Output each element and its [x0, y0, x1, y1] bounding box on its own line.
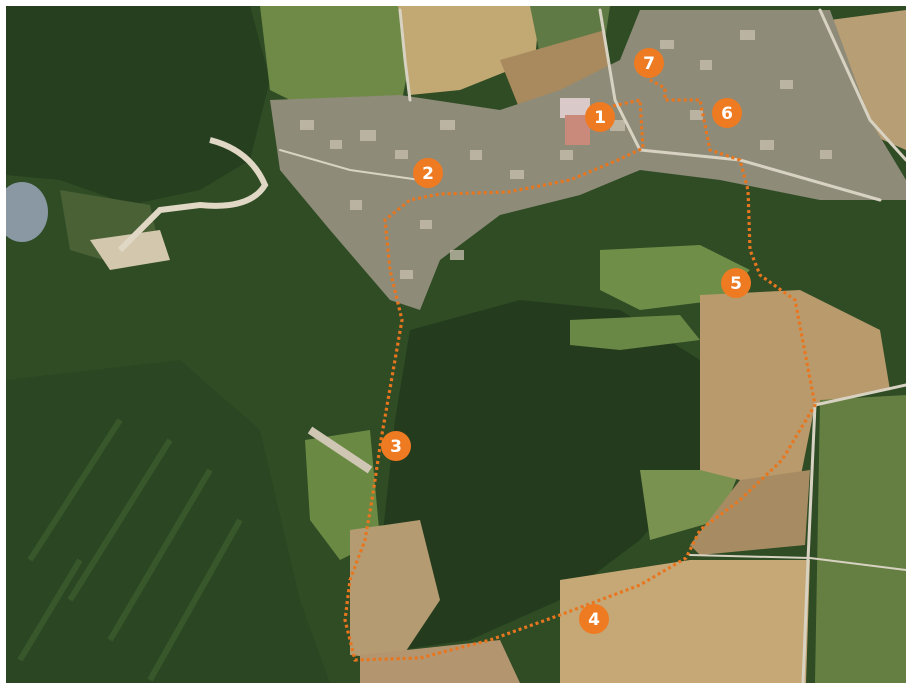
pond: [6, 182, 48, 242]
plantation-rows: [17, 418, 243, 682]
route-marker-label: 1: [594, 108, 606, 128]
building-red-roof: [560, 98, 590, 118]
route-marker-label: 6: [721, 104, 733, 124]
route-marker-circle: [585, 102, 615, 132]
meadow-east: [600, 245, 750, 310]
village-buildings: [300, 30, 832, 279]
route-marker-circle: [413, 158, 443, 188]
route-marker-7: 7: [634, 48, 664, 78]
route-marker-circle: [634, 48, 664, 78]
route-marker-label: 4: [588, 610, 600, 630]
walking-route: [343, 78, 817, 662]
field-northeast: [830, 10, 906, 150]
route-marker-label: 7: [643, 54, 655, 74]
building-strip: [307, 426, 373, 474]
meadow-south: [640, 470, 740, 540]
route-marker-3: 3: [381, 431, 411, 461]
route-marker-circle: [579, 604, 609, 634]
route-marker-6: 6: [712, 98, 742, 128]
forest-central: [380, 300, 700, 650]
route-marker-circle: [712, 98, 742, 128]
roads: [279, 8, 906, 683]
village-area: [270, 10, 906, 310]
field-far-east: [815, 395, 906, 683]
forest-southwest: [6, 360, 330, 683]
field-bottom: [360, 640, 520, 683]
route-markers: 1 2 3 4 5 6 7: [381, 48, 751, 634]
route-marker-1: 1: [585, 102, 615, 132]
route-marker-4: 4: [579, 604, 609, 634]
meadow-strip: [570, 315, 700, 350]
route-marker-circle: [721, 268, 751, 298]
field-north-green: [260, 6, 410, 120]
forest-northwest: [6, 6, 270, 205]
route-marker-circle: [381, 431, 411, 461]
route-marker-2: 2: [413, 158, 443, 188]
route-marker-5: 5: [721, 268, 751, 298]
route-marker-label: 2: [422, 164, 434, 184]
route-marker-label: 5: [730, 274, 742, 294]
field-east: [700, 290, 890, 480]
field-southwest: [350, 520, 440, 660]
gravel-road: [117, 137, 269, 253]
quarry-sand: [90, 230, 170, 270]
field-east-lower: [690, 470, 810, 555]
field-north-tan: [398, 6, 540, 95]
map-imagery: [6, 6, 906, 683]
route-marker-label: 3: [390, 437, 402, 457]
